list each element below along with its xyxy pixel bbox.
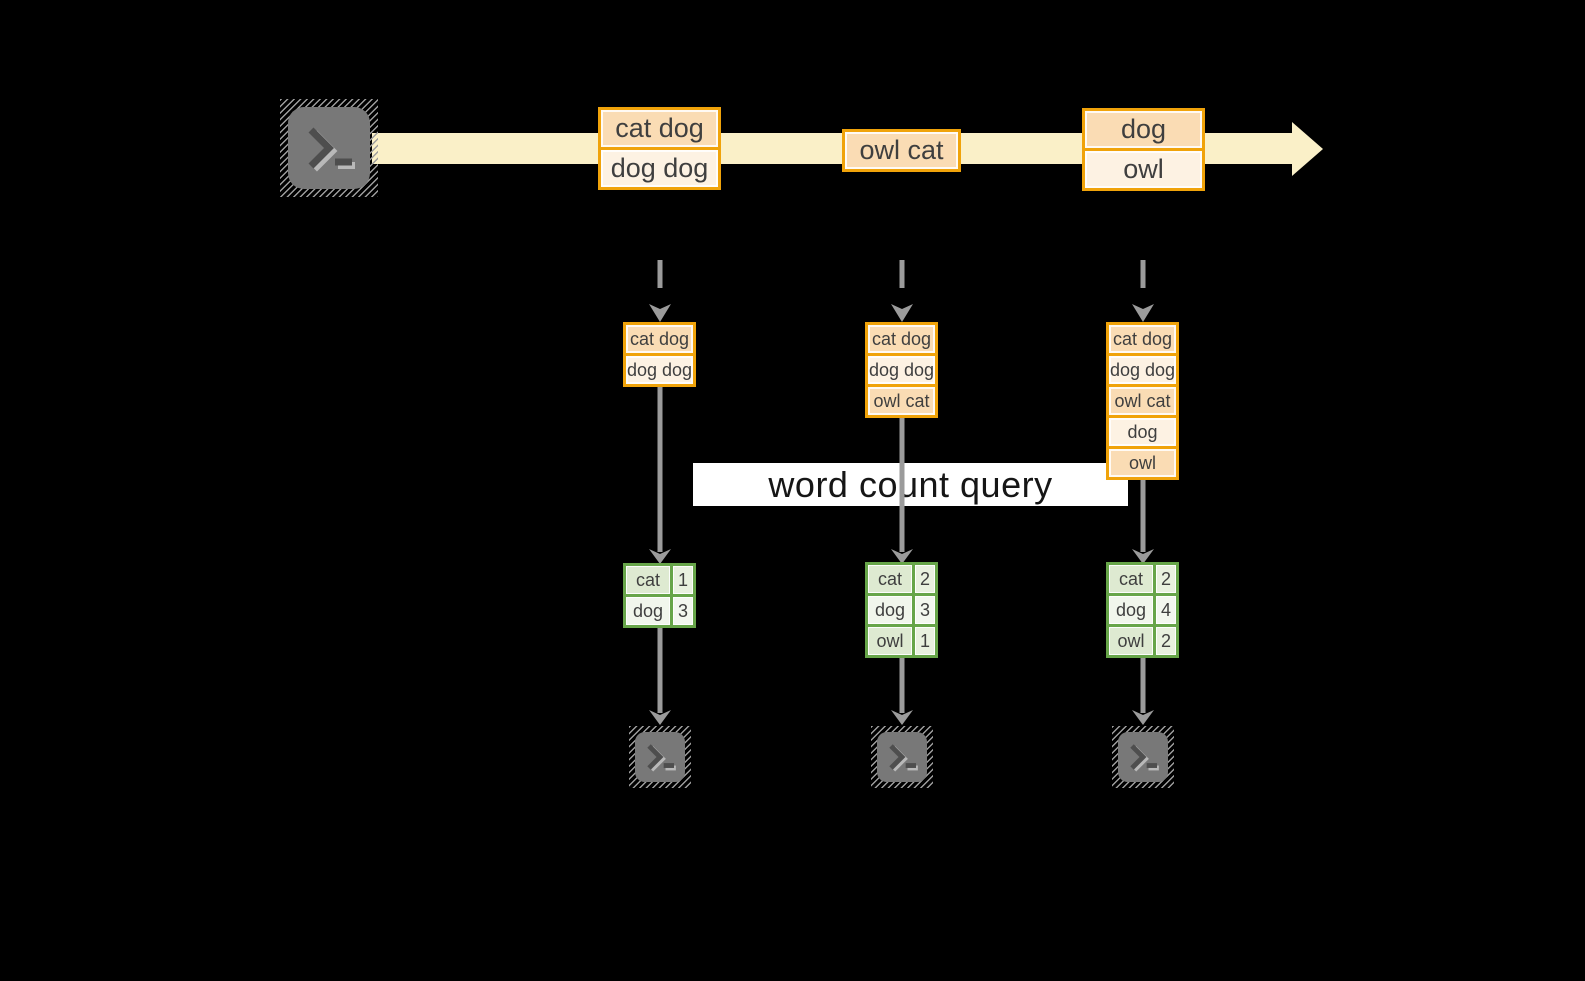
- sink-terminal-icon: [1112, 726, 1174, 788]
- dashed-arrow-icon: [649, 260, 671, 322]
- count-value: 1: [673, 566, 693, 594]
- message-line: dog: [1085, 111, 1202, 148]
- count-word: cat: [1109, 565, 1153, 593]
- state-box: cat dog dog dog owl cat dog owl: [1106, 322, 1179, 480]
- flow-arrow-icon: [1132, 658, 1154, 725]
- sink-terminal-icon: [871, 726, 933, 788]
- count-word: owl: [1109, 627, 1153, 655]
- query-label: word count query: [693, 463, 1128, 506]
- terminal-body: [1118, 732, 1168, 782]
- state-line: dog dog: [868, 356, 935, 384]
- count-word: dog: [626, 597, 670, 625]
- count-value: 3: [673, 597, 693, 625]
- count-value: 2: [1156, 565, 1176, 593]
- terminal-prompt-icon: [647, 744, 676, 772]
- state-line: owl cat: [1109, 387, 1176, 415]
- state-line: owl: [1109, 449, 1176, 477]
- state-box: cat dog dog dog owl cat: [865, 322, 938, 418]
- sink-terminal-icon: [629, 726, 691, 788]
- state-line: cat dog: [868, 325, 935, 353]
- count-value: 4: [1156, 596, 1176, 624]
- dashed-arrow-icon: [891, 260, 913, 322]
- count-word: cat: [868, 565, 912, 593]
- flow-arrow-icon: [891, 658, 913, 725]
- state-box: cat dog dog dog: [623, 322, 696, 387]
- terminal-body: [635, 732, 685, 782]
- message-line: dog dog: [601, 150, 718, 187]
- state-line: cat dog: [626, 325, 693, 353]
- terminal-prompt-icon: [1130, 744, 1159, 772]
- count-word: cat: [626, 566, 670, 594]
- message-box: dog owl: [1082, 108, 1205, 191]
- count-value: 3: [915, 596, 935, 624]
- terminal-body: [288, 107, 370, 189]
- message-line: owl: [1085, 151, 1202, 188]
- count-value: 2: [1156, 627, 1176, 655]
- message-box: owl cat: [842, 129, 961, 172]
- count-value: 2: [915, 565, 935, 593]
- state-line: owl cat: [868, 387, 935, 415]
- count-table: cat 1 dog 3: [623, 563, 696, 628]
- source-terminal-icon: [280, 99, 378, 197]
- count-value: 1: [915, 627, 935, 655]
- terminal-prompt-icon: [889, 744, 918, 772]
- count-table: cat 2 dog 3 owl 1: [865, 562, 938, 658]
- flow-arrow-icon: [649, 387, 671, 564]
- flow-arrow-icon: [891, 417, 913, 564]
- state-line: dog dog: [1109, 356, 1176, 384]
- stream-arrowhead-icon: [1292, 122, 1323, 176]
- dashed-arrow-icon: [1132, 260, 1154, 322]
- message-line: owl cat: [845, 132, 958, 169]
- count-table: cat 2 dog 4 owl 2: [1106, 562, 1179, 658]
- count-word: dog: [1109, 596, 1153, 624]
- count-word: dog: [868, 596, 912, 624]
- count-word: owl: [868, 627, 912, 655]
- message-box: cat dog dog dog: [598, 107, 721, 190]
- terminal-prompt-icon: [308, 127, 355, 172]
- flow-arrow-icon: [1132, 479, 1154, 564]
- state-line: cat dog: [1109, 325, 1176, 353]
- flow-arrow-icon: [649, 628, 671, 725]
- message-line: cat dog: [601, 110, 718, 147]
- terminal-body: [877, 732, 927, 782]
- state-line: dog: [1109, 418, 1176, 446]
- state-line: dog dog: [626, 356, 693, 384]
